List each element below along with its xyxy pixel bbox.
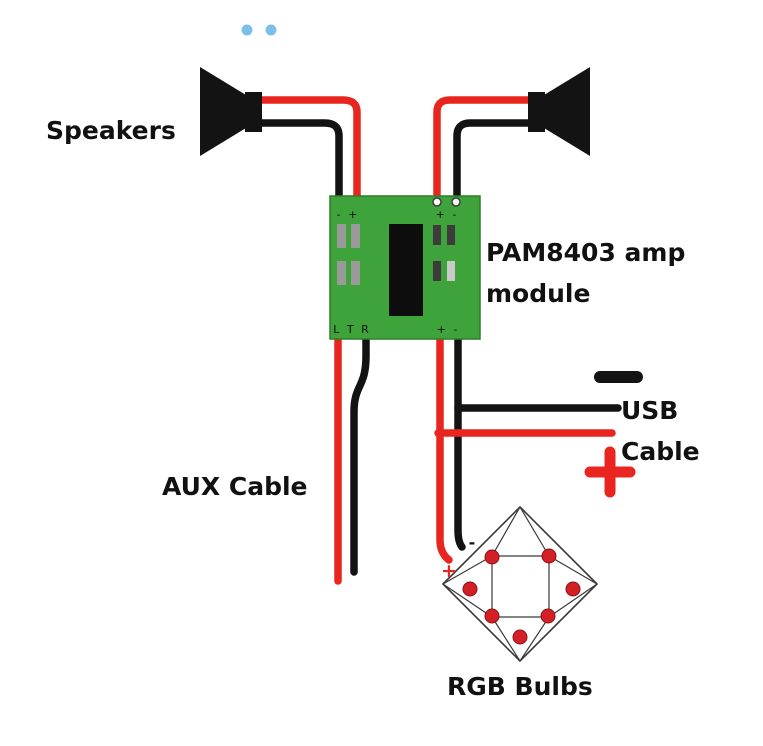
- right-speaker-red-wire: [433, 96, 536, 203]
- speakers-label: Speakers: [46, 116, 176, 145]
- terminal-circle: [451, 197, 461, 207]
- rgb-plus-label: +: [441, 560, 457, 582]
- usb-label-line2: Cable: [621, 437, 700, 466]
- speaker-horn: [544, 67, 590, 156]
- speaker-horn: [200, 67, 246, 156]
- left-speaker-black-wire: [254, 119, 343, 204]
- power-wires: [434, 333, 622, 564]
- plus-symbol-icon: [584, 446, 636, 498]
- rgb-bulb: [462, 581, 478, 597]
- rgb-minus-label: -: [469, 533, 476, 552]
- power-black-vertical-wire: [454, 333, 466, 551]
- rgb-board-traces: [442, 506, 598, 662]
- usb-polarity-symbols: [584, 371, 643, 498]
- rgb-bulb: [484, 608, 500, 624]
- speaker-icon-left: [200, 67, 262, 156]
- pin-label-bottom-right: + -: [437, 323, 460, 336]
- speaker-driver: [245, 92, 262, 132]
- module-pad: [351, 261, 360, 285]
- speaker-driver: [528, 92, 545, 132]
- module-label: PAM8403 amp module: [486, 232, 685, 314]
- speaker-wires: [254, 96, 536, 204]
- rgb-bulb: [512, 629, 528, 645]
- pin-label-top-left: - +: [337, 208, 360, 221]
- module-pad: [433, 261, 441, 281]
- terminal-circle: [432, 197, 442, 207]
- module-label-line1: PAM8403 amp: [486, 238, 686, 267]
- usb-cable-label: USB Cable: [621, 390, 700, 472]
- module-pad: [433, 225, 441, 245]
- module-pad: [337, 224, 346, 248]
- blue-dot-right: [265, 24, 277, 36]
- module-pad: [447, 261, 455, 281]
- aux-cable-label: AUX Cable: [162, 472, 308, 501]
- pam8403-module: - + + - L T R + -: [329, 195, 481, 340]
- left-speaker-red-wire: [254, 96, 361, 204]
- usb-label-line1: USB: [621, 396, 679, 425]
- module-label-line2: module: [486, 279, 591, 308]
- pin-label-bottom-left: L T R: [333, 323, 370, 336]
- module-pad: [337, 261, 346, 285]
- module-pad: [351, 224, 360, 248]
- module-chip: [389, 224, 423, 316]
- aux-black-wire: [350, 333, 370, 576]
- pin-label-top-right: + -: [436, 208, 459, 221]
- speaker-icon-right: [528, 67, 590, 156]
- rgb-bulb: [565, 581, 581, 597]
- rgb-bulb: [541, 548, 557, 564]
- rgb-bulbs-board: - +: [441, 505, 599, 663]
- blue-dot-left: [241, 24, 253, 36]
- blue-dots-icon: [241, 24, 277, 36]
- module-pad: [447, 225, 455, 245]
- rgb-bulb: [540, 608, 556, 624]
- rgb-bulbs-label: RGB Bulbs: [447, 672, 593, 701]
- rgb-bulb: [484, 549, 500, 565]
- power-red-vertical-wire: [436, 333, 453, 564]
- aux-wires: [334, 333, 370, 585]
- right-speaker-black-wire: [453, 119, 536, 203]
